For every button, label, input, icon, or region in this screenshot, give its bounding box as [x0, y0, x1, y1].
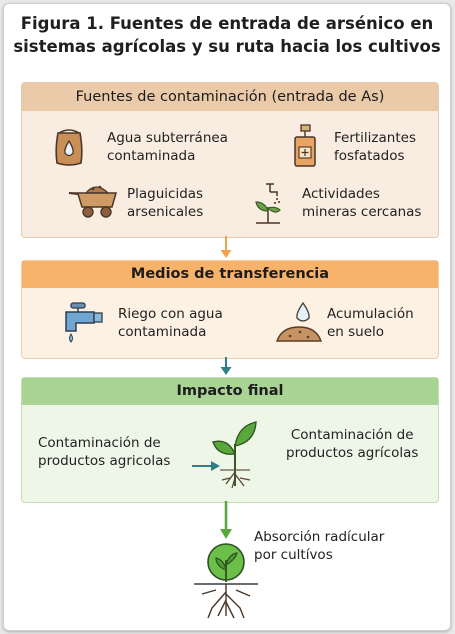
soil-drop-icon — [276, 301, 322, 342]
arrow-impact-to-absorption — [220, 501, 232, 539]
impact-panel: Impacto final Contaminación de productos… — [21, 377, 439, 503]
transfer-panel: Medios de transferencia Riego con agua c… — [21, 260, 439, 359]
water-sack-icon — [55, 129, 83, 166]
plant-roots-icon — [194, 543, 258, 619]
sources-heading: Fuentes de contaminación (entrada de As) — [22, 83, 438, 111]
impact-label-right: Contaminación de productos agrícolas — [286, 427, 419, 461]
arrow-transfer-to-impact — [220, 357, 232, 375]
source-label-pesticides: Plaguicidas arsenicales — [127, 186, 204, 220]
title-line-2: sistemas agrícolas y su ruta hacia los c… — [13, 37, 441, 56]
transfer-heading: Medios de transferencia — [22, 261, 438, 288]
source-label-mining: Actividades mineras cercanas — [302, 186, 422, 220]
transfer-label-soil: Acumulación en suelo — [327, 306, 414, 340]
fertilizer-bottle-icon — [294, 124, 316, 167]
faucet-icon — [65, 302, 103, 343]
transfer-label-irrigation: Riego con agua contaminada — [118, 306, 223, 340]
figure-page: Figura 1. Fuentes de entrada de arsénico… — [3, 3, 451, 631]
impact-heading: Impacto final — [22, 378, 438, 405]
seedling-icon — [212, 421, 257, 489]
sprayer-plant-icon — [255, 183, 281, 224]
source-label-fertilizers: Fertilizantes fosfatados — [334, 130, 416, 164]
arrow-sources-to-transfer — [220, 236, 232, 258]
wheelbarrow-icon — [68, 185, 117, 218]
impact-label-left: Contaminación de productos agricolas — [38, 435, 171, 469]
absorption-label: Absorción radícular por cultívos — [254, 529, 385, 563]
impact-arrow-icon — [192, 461, 220, 471]
title-line-1: Figura 1. Fuentes de entrada de arsénico… — [20, 14, 434, 33]
sources-panel: Fuentes de contaminación (entrada de As)… — [21, 82, 439, 238]
figure-title: Figura 1. Fuentes de entrada de arsénico… — [4, 12, 450, 58]
source-label-groundwater: Agua subterránea contaminada — [107, 130, 228, 164]
